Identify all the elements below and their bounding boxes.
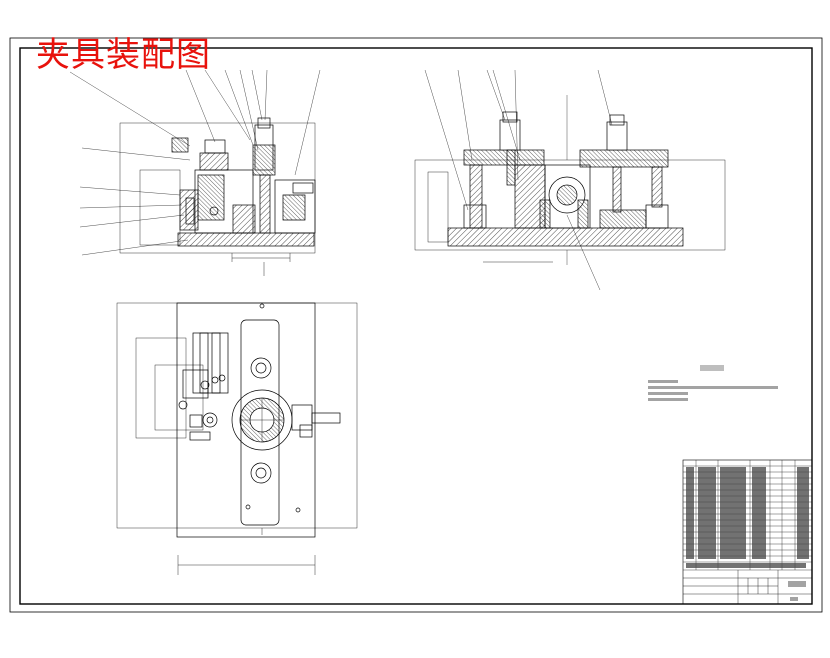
side-view	[414, 69, 726, 291]
sheet-outer-border	[9, 37, 823, 613]
sheet-inner-border	[19, 47, 813, 605]
front-view	[69, 69, 321, 276]
technical-requirements	[648, 365, 778, 401]
title-block	[682, 459, 813, 605]
top-view	[116, 302, 358, 575]
drawing-title: 夹具装配图	[36, 35, 211, 75]
